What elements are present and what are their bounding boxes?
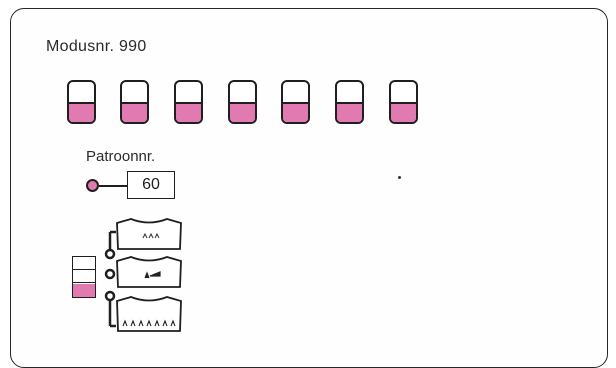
indicator-fill bbox=[230, 102, 255, 122]
pattern-selector[interactable] bbox=[72, 256, 96, 298]
mode-indicator bbox=[281, 80, 310, 124]
pattern-number-display[interactable]: 60 bbox=[127, 171, 175, 199]
indicator-fill bbox=[176, 102, 201, 122]
indicator-fill bbox=[69, 102, 94, 122]
pattern-number-label: Patroonnr. bbox=[86, 148, 155, 165]
sweater-single-motif-icon[interactable] bbox=[114, 254, 184, 290]
selector-cell[interactable] bbox=[73, 270, 95, 283]
mode-indicator bbox=[120, 80, 149, 124]
pattern-connector bbox=[99, 185, 127, 187]
selector-cell[interactable] bbox=[73, 284, 95, 297]
indicator-fill bbox=[283, 102, 308, 122]
indicator-fill bbox=[122, 102, 147, 122]
mode-indicator bbox=[228, 80, 257, 124]
indicator-fill bbox=[391, 102, 416, 122]
indicator-fill bbox=[337, 102, 362, 122]
mode-indicator bbox=[389, 80, 418, 124]
pattern-led-icon bbox=[86, 179, 99, 192]
mode-number-label: Modusnr. 990 bbox=[46, 38, 147, 56]
mode-indicator bbox=[67, 80, 96, 124]
mode-indicator bbox=[335, 80, 364, 124]
mode-indicator bbox=[174, 80, 203, 124]
selector-cell[interactable] bbox=[73, 257, 95, 270]
dust-speck bbox=[398, 176, 401, 179]
sweater-sparse-motif-icon[interactable] bbox=[114, 216, 184, 252]
sweater-allover-motif-icon[interactable] bbox=[114, 294, 184, 334]
